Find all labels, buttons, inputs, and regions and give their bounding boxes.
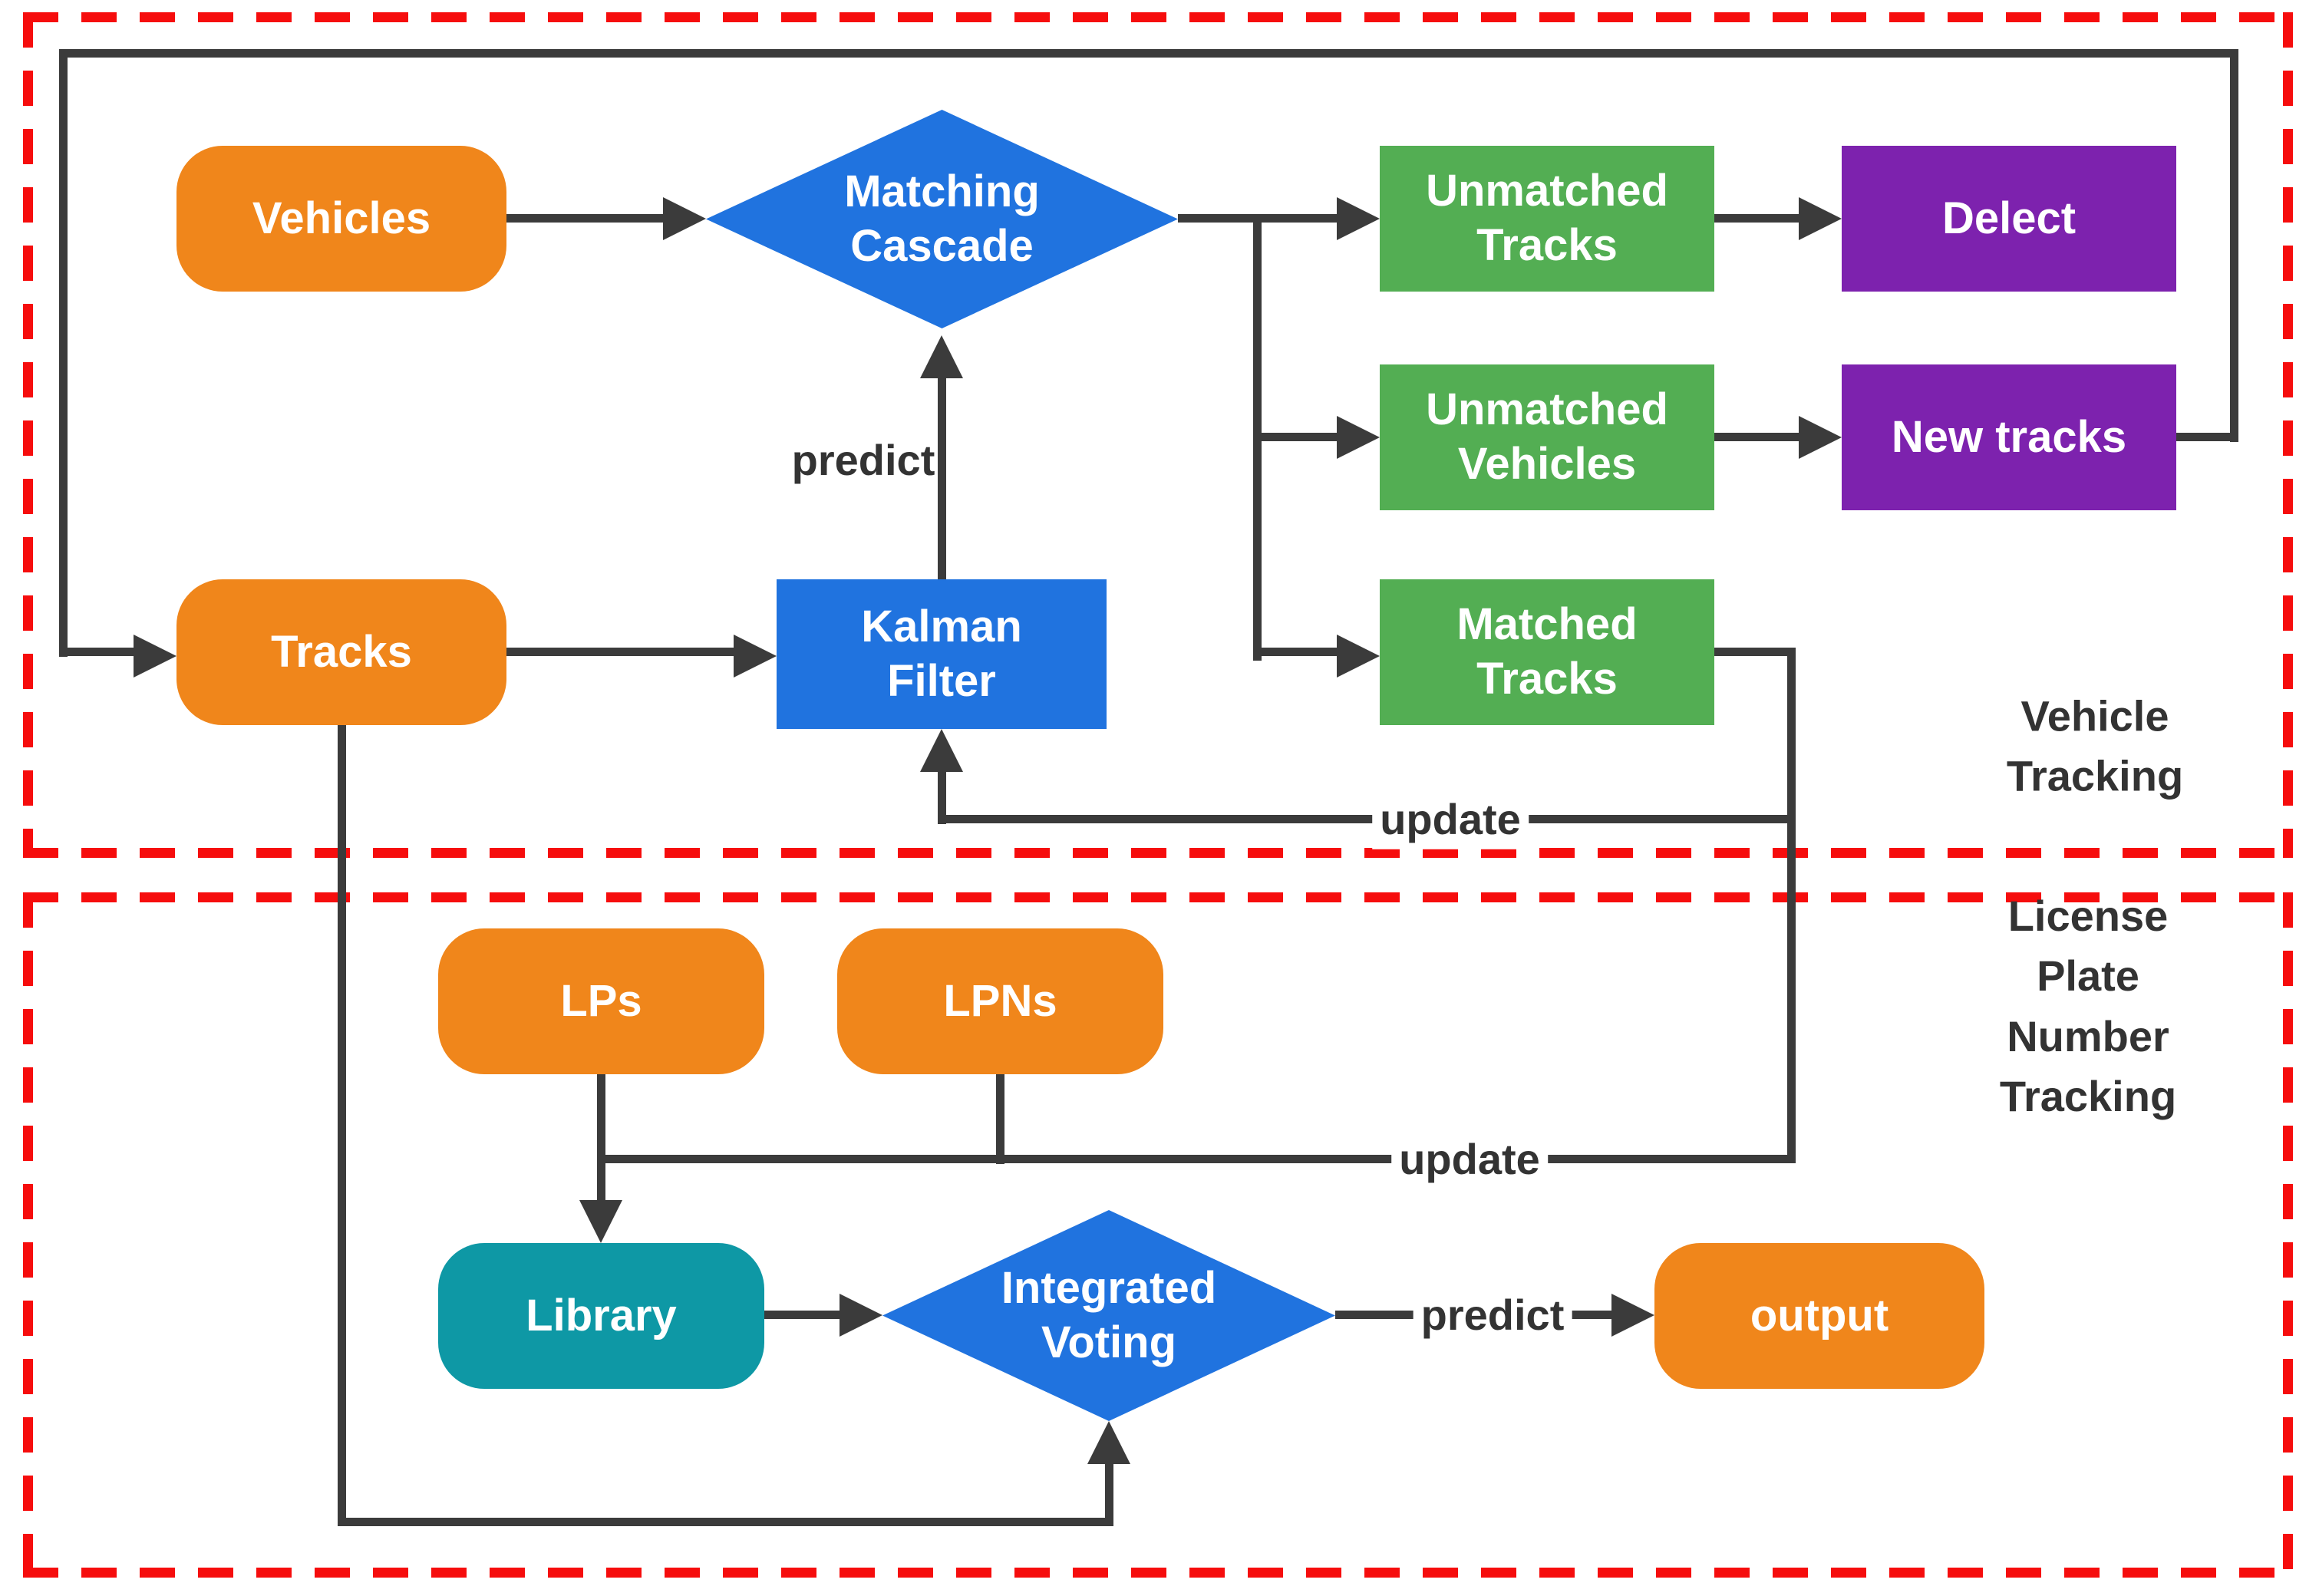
region-lpn-tracking-border-top — [23, 892, 2293, 902]
node-unmatched-tracks: Unmatched Tracks — [1380, 146, 1714, 292]
arrowhead-into-output-icon — [1611, 1294, 1654, 1337]
node-tracks: Tracks — [176, 579, 506, 725]
arrowhead-into-unmatched-vehicles-icon — [1337, 416, 1380, 459]
node-unmatched-vehicles: Unmatched Vehicles — [1380, 364, 1714, 510]
edge-library-to-voting — [764, 1311, 840, 1319]
edge-matched-tracks-out — [1714, 648, 1795, 656]
node-delect: Delect — [1842, 146, 2176, 292]
edge-branch-to-matched-tracks — [1253, 648, 1337, 656]
region-vehicle-tracking-border-left — [23, 12, 33, 858]
edge-lps-down — [597, 1074, 605, 1164]
edge-label-update-lpn: update — [1391, 1129, 1548, 1190]
edge-into-library — [597, 1155, 605, 1200]
node-kalman-filter-label: Kalman Filter — [861, 601, 1022, 706]
node-vehicles-label: Vehicles — [252, 193, 431, 243]
edge-lpns-down — [996, 1074, 1004, 1164]
arrowhead-into-matched-tracks-icon — [1337, 635, 1380, 678]
edge-loop-top — [59, 49, 2238, 58]
edge-label-predict-vehicle: predict — [791, 435, 935, 484]
node-library: Library — [438, 1243, 764, 1389]
node-output-label: output — [1750, 1290, 1889, 1340]
node-delect-label: Delect — [1941, 193, 2077, 243]
arrowhead-into-kalman-icon — [734, 635, 777, 678]
edge-label-update-vehicle: update — [1372, 789, 1529, 850]
edge-loop-into-tracks — [59, 648, 134, 656]
arrowhead-into-library-icon — [579, 1200, 622, 1243]
node-tracks-label: Tracks — [271, 626, 412, 677]
node-matched-tracks: Matched Tracks — [1380, 579, 1714, 725]
region-lpn-tracking-border-right — [2283, 892, 2293, 1578]
edge-label-predict-lpn: predict — [1413, 1284, 1572, 1346]
edge-kalman-predict — [938, 378, 946, 579]
node-kalman-filter: Kalman Filter — [777, 579, 1107, 729]
region-vehicle-tracking-border-top — [23, 12, 2293, 22]
node-new-tracks: New tracks — [1842, 364, 2176, 510]
region-lpn-tracking-border-bottom — [23, 1568, 2293, 1578]
node-lpns: LPNs — [837, 928, 1163, 1074]
edge-update-into-kalman — [938, 772, 946, 824]
edge-update-to-kalman — [938, 815, 1795, 823]
edge-tracks-down — [338, 725, 346, 1522]
arrowhead-into-unmatched-tracks-icon — [1337, 197, 1380, 240]
edge-vehicles-to-matching-cascade — [506, 214, 663, 223]
edge-update-vertical — [1787, 648, 1796, 1163]
node-library-label: Library — [526, 1290, 677, 1340]
node-unmatched-vehicles-label: Unmatched Vehicles — [1426, 384, 1668, 489]
edge-update-lpn-line — [597, 1155, 1795, 1163]
arrowhead-into-voting-bottom-icon — [1087, 1421, 1130, 1464]
node-matching-cascade: Matching Cascade — [706, 110, 1178, 328]
node-integrated-voting-label: Integrated Voting — [1001, 1262, 1217, 1367]
arrowhead-update-into-kalman-icon — [920, 729, 963, 772]
region-label-lpn-tracking: License Plate Number Tracking — [1999, 892, 2177, 1121]
edge-unmatched-vehicles-to-new-tracks — [1714, 433, 1799, 441]
region-lpn-tracking-border-left — [23, 892, 33, 1578]
node-output: output — [1654, 1243, 1984, 1389]
node-matching-cascade-label: Matching Cascade — [844, 166, 1040, 271]
arrowhead-into-matching-cascade-icon — [663, 197, 706, 240]
arrowhead-into-new-tracks-icon — [1799, 416, 1842, 459]
arrowhead-into-voting-icon — [840, 1294, 882, 1337]
edge-into-voting-bottom — [1105, 1464, 1113, 1526]
edge-branch-to-unmatched-vehicles — [1253, 433, 1337, 441]
node-lpns-label: LPNs — [943, 975, 1057, 1026]
node-integrated-voting: Integrated Voting — [882, 1210, 1335, 1421]
arrowhead-predict-up-icon — [920, 335, 963, 378]
edge-loop-right — [2230, 49, 2238, 442]
edge-new-tracks-out — [2176, 433, 2238, 441]
region-vehicle-tracking-border-right — [2283, 12, 2293, 858]
region-vehicle-tracking-border-bottom — [23, 848, 2293, 858]
node-vehicles: Vehicles — [176, 146, 506, 292]
edge-loop-left — [59, 49, 68, 657]
node-lps-label: LPs — [560, 975, 642, 1026]
edge-bottom-horizontal — [338, 1518, 1113, 1526]
edge-tracks-to-kalman — [506, 648, 734, 656]
node-unmatched-tracks-label: Unmatched Tracks — [1426, 166, 1668, 270]
node-new-tracks-label: New tracks — [1891, 411, 2127, 462]
node-lps: LPs — [438, 928, 764, 1074]
node-matched-tracks-label: Matched Tracks — [1456, 599, 1638, 704]
arrowhead-into-delect-icon — [1799, 197, 1842, 240]
arrowhead-into-tracks-icon — [134, 635, 176, 678]
region-label-vehicle-tracking: Vehicle Tracking — [2006, 691, 2184, 800]
edge-unmatched-tracks-to-delect — [1714, 214, 1799, 223]
